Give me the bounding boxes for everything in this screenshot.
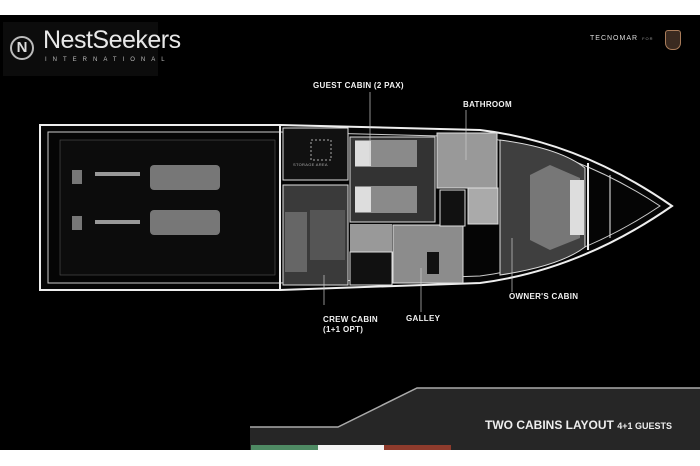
partner-name: TECNOMAR: [590, 35, 639, 42]
owners-bed: [530, 165, 580, 250]
label-owners-cabin: OWNER'S CABIN: [509, 292, 579, 301]
engine-room: [59, 139, 276, 276]
label-guest-cabin: GUEST CABIN (2 PAX): [313, 81, 404, 90]
layout-name: TWO CABINS LAYOUT: [485, 418, 614, 432]
engines: [72, 165, 220, 235]
stairs: [350, 224, 392, 252]
layout-title: TWO CABINS LAYOUT 4+1 GUESTS: [485, 418, 672, 432]
label-crew-cabin: CREW CABIN(1+1 OPT): [323, 315, 378, 335]
flag-red: [384, 445, 452, 450]
guest-count: 4+1 GUESTS: [617, 421, 673, 431]
nestseekers-logo: N NestSeekers INTERNATIONAL: [3, 22, 181, 76]
lamborghini-crest-icon: [665, 30, 681, 50]
label-bathroom: BATHROOM: [463, 100, 512, 109]
crew-cabin-line1: CREW CABIN: [323, 315, 378, 324]
label-storage-area: STORAGE AREA: [293, 162, 328, 167]
logo-sub: INTERNATIONAL: [45, 57, 171, 63]
logo-name: NestSeekers: [43, 26, 181, 54]
footer-line: [250, 387, 700, 428]
label-galley: GALLEY: [406, 314, 441, 323]
flag-green: [251, 445, 318, 450]
storage-area: [282, 127, 349, 181]
crew-cabin-line2: (1+1 OPT): [323, 325, 364, 334]
logo-n-icon: N: [10, 36, 34, 60]
flag-white: [317, 445, 385, 450]
footer-band: [250, 388, 700, 450]
italian-flag: [251, 445, 452, 450]
bathroom: [436, 132, 498, 189]
partner-for: FOR: [642, 36, 654, 41]
